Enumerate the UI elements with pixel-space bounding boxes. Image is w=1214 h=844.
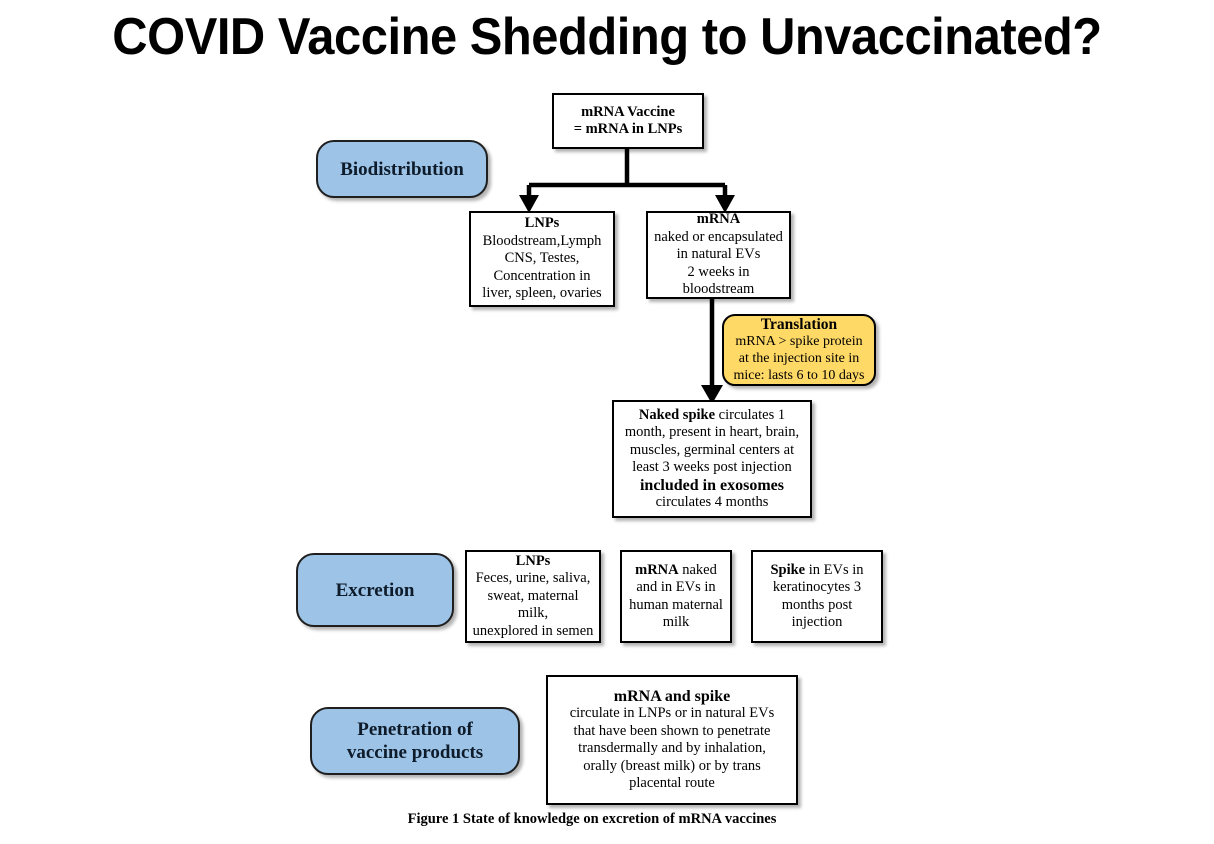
node-excretion-mrna-line2: and in EVs in bbox=[636, 579, 716, 595]
node-excretion-mrna-line1: mRNA naked bbox=[627, 562, 725, 580]
node-penetration-products-line2: that have been shown to penetrate bbox=[573, 722, 771, 739]
node-penetration-products-line5: placental route bbox=[629, 775, 715, 791]
node-mrna-biodistribution-line1: naked or encapsulated bbox=[654, 228, 783, 245]
node-mrna-biodistribution-header: mRNA bbox=[696, 211, 741, 228]
stage-pill-excretion-label: Excretion bbox=[335, 579, 415, 601]
node-translation-line1: mRNA > spike protein bbox=[735, 334, 863, 349]
node-naked-spike-line5: included in exosomes bbox=[639, 476, 784, 494]
node-naked-spike-line1-bold: Naked spike bbox=[638, 406, 716, 423]
node-excretion-spike-line1: Spike in EVs in bbox=[758, 562, 876, 580]
node-excretion-lnps[interactable]: LNPs Feces, urine, saliva, sweat, matern… bbox=[465, 550, 601, 643]
node-excretion-spike-line1-bold: Spike bbox=[770, 561, 806, 578]
node-lnps-biodistribution-line3: Concentration in bbox=[493, 267, 591, 284]
stage-pill-biodistribution-label: Biodistribution bbox=[340, 158, 464, 180]
node-translation-line2: at the injection site in bbox=[738, 351, 860, 366]
node-mrna-vaccine[interactable]: mRNA Vaccine = mRNA in LNPs bbox=[552, 93, 704, 149]
node-excretion-spike-line3: months post bbox=[781, 596, 853, 613]
node-excretion-mrna-line3: human maternal bbox=[629, 596, 723, 613]
node-penetration-products-line4: orally (breast milk) or by trans bbox=[583, 757, 761, 774]
node-excretion-spike-line4: injection bbox=[791, 614, 843, 630]
node-excretion-spike-line1-rest: in EVs in bbox=[805, 561, 864, 578]
node-excretion-mrna-line1-bold: mRNA bbox=[635, 561, 679, 578]
node-mrna-vaccine-line2: = mRNA in LNPs bbox=[573, 121, 683, 137]
node-naked-spike[interactable]: Naked spike circulates 1 month, present … bbox=[612, 400, 812, 518]
stage-pill-biodistribution[interactable]: Biodistribution bbox=[316, 140, 488, 198]
page-title: COVID Vaccine Shedding to Unvaccinated? bbox=[112, 8, 1102, 66]
node-naked-spike-line2: month, present in heart, brain, bbox=[624, 424, 800, 440]
node-excretion-mrna-line1-rest: naked bbox=[678, 561, 717, 578]
node-naked-spike-line6: circulates 4 months bbox=[655, 494, 769, 510]
node-translation-header: Translation bbox=[760, 316, 838, 333]
node-naked-spike-line3: muscles, germinal centers at bbox=[629, 441, 795, 458]
node-penetration-products[interactable]: mRNA and spike circulate in LNPs or in n… bbox=[546, 675, 798, 805]
node-excretion-mrna-line4: milk bbox=[662, 614, 690, 630]
node-mrna-biodistribution-line2: in natural EVs bbox=[676, 246, 761, 263]
node-translation-line3: mice: lasts 6 to 10 days bbox=[733, 368, 865, 383]
stage-pill-penetration-line2: vaccine products bbox=[346, 742, 484, 763]
node-naked-spike-line1: Naked spike circulates 1 bbox=[619, 407, 805, 425]
node-lnps-biodistribution-line4: liver, spleen, ovaries bbox=[482, 285, 602, 302]
node-lnps-biodistribution-header: LNPs bbox=[524, 215, 560, 232]
node-naked-spike-line4: least 3 weeks post injection bbox=[632, 459, 792, 475]
node-excretion-lnps-header: LNPs bbox=[515, 552, 551, 569]
node-lnps-biodistribution[interactable]: LNPs Bloodstream,Lymph CNS, Testes, Conc… bbox=[469, 211, 615, 307]
node-excretion-lnps-line3: unexplored in semen bbox=[472, 622, 594, 639]
node-lnps-biodistribution-line2: CNS, Testes, bbox=[504, 250, 580, 267]
node-excretion-lnps-line1: Feces, urine, saliva, bbox=[475, 570, 591, 587]
node-excretion-spike[interactable]: Spike in EVs in keratinocytes 3 months p… bbox=[751, 550, 883, 643]
figure-caption: Figure 1 State of knowledge on excretion… bbox=[407, 811, 777, 827]
node-excretion-mrna[interactable]: mRNA naked and in EVs in human maternal … bbox=[620, 550, 732, 643]
stage-pill-penetration[interactable]: Penetration of vaccine products bbox=[310, 707, 520, 775]
node-penetration-products-line3: transdermally and by inhalation, bbox=[578, 740, 766, 756]
node-mrna-biodistribution-line3: 2 weeks in bloodstream bbox=[682, 263, 755, 298]
node-excretion-spike-line2: keratinocytes 3 bbox=[772, 579, 862, 595]
stage-pill-excretion[interactable]: Excretion bbox=[296, 553, 454, 627]
node-mrna-biodistribution[interactable]: mRNA naked or encapsulated in natural EV… bbox=[646, 211, 791, 299]
node-excretion-lnps-line2: sweat, maternal milk, bbox=[487, 587, 579, 622]
node-penetration-products-header: mRNA and spike bbox=[613, 687, 731, 705]
node-naked-spike-line1-rest: circulates 1 bbox=[715, 406, 786, 423]
stage-pill-penetration-line1: Penetration of bbox=[357, 719, 473, 740]
node-mrna-vaccine-line1: mRNA Vaccine bbox=[581, 103, 675, 120]
node-penetration-products-line1: circulate in LNPs or in natural EVs bbox=[569, 705, 775, 721]
node-lnps-biodistribution-line1: Bloodstream,Lymph bbox=[482, 232, 602, 249]
node-translation[interactable]: Translation mRNA > spike protein at the … bbox=[722, 314, 876, 386]
